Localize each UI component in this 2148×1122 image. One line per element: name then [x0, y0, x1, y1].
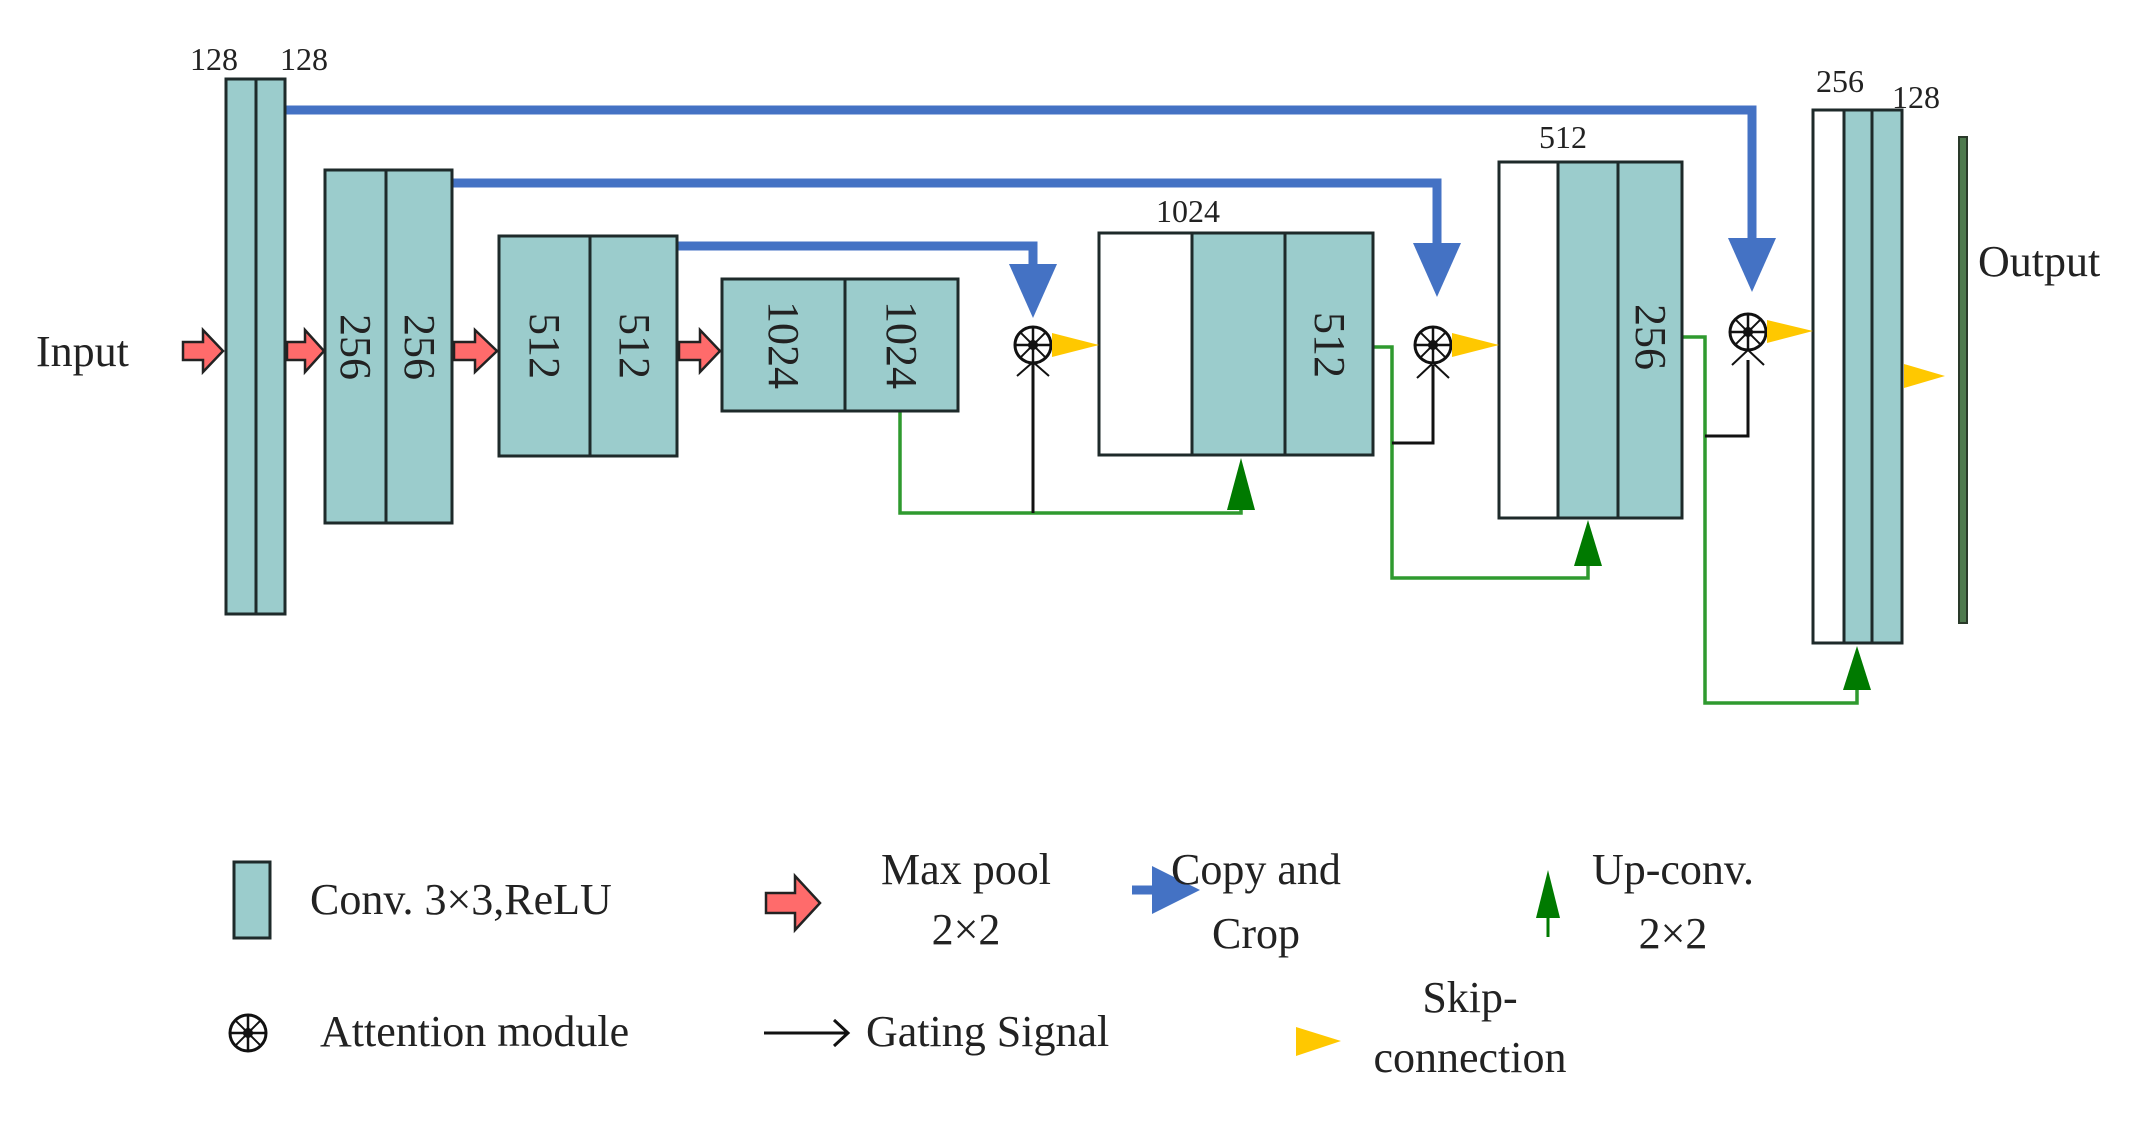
- decoder-block-2: 512 256: [1497, 119, 1684, 520]
- legend-skip-label-2: connection: [1373, 1033, 1566, 1082]
- attention-module-1: [1013, 325, 1053, 377]
- decoder-block-3: 256 128: [1811, 63, 1940, 645]
- legend-max-pool-label-1: Max pool: [881, 845, 1051, 894]
- legend-max-pool: Max pool 2×2: [764, 845, 1051, 954]
- copy-crop-icon: [1152, 866, 1200, 914]
- max-pool-arrow: [181, 326, 225, 376]
- attention-module-icon: [228, 1013, 268, 1053]
- legend-up-conv: Up-conv. 2×2: [1536, 845, 1754, 958]
- gating-signal-2: [1392, 365, 1435, 445]
- channel-label: 256: [395, 314, 444, 380]
- skip-connection-arrow: [1052, 333, 1099, 357]
- conv-block-icon: [232, 860, 272, 940]
- up-conv-path-2: [1373, 345, 1602, 580]
- bottleneck-block: 1024 1024: [720, 277, 960, 413]
- legend-copy-crop: Copy and Crop: [1132, 845, 1341, 958]
- encoder-block-2: 256 256: [323, 168, 454, 525]
- channel-label: 1024: [877, 301, 926, 389]
- decoder-block-1: 1024 512: [1097, 193, 1375, 457]
- legend-gating: Gating Signal: [764, 1007, 1109, 1056]
- channel-label: 128: [1892, 79, 1940, 115]
- channel-label: 256: [1816, 63, 1864, 99]
- legend-attention: Attention module: [228, 1007, 629, 1056]
- output-layer: [1958, 136, 1968, 624]
- skip-connection-icon: [1296, 1027, 1341, 1056]
- skip-connection-arrow: [1452, 333, 1499, 357]
- legend: Conv. 3×3,ReLU Max pool 2×2 Copy and Cro…: [228, 845, 1754, 1082]
- legend-conv: Conv. 3×3,ReLU: [232, 860, 612, 940]
- channel-label: 256: [1626, 304, 1675, 370]
- channel-label: 1024: [759, 301, 808, 389]
- legend-up-conv-label-1: Up-conv.: [1592, 845, 1754, 894]
- gating-signal-3: [1705, 360, 1750, 438]
- copy-crop-connection-1: [285, 105, 1776, 292]
- encoder-block-1: 128 128: [190, 41, 328, 616]
- output-label: Output: [1978, 237, 2100, 286]
- max-pool-arrow: [677, 326, 722, 376]
- skip-connection-arrow: [1904, 364, 1945, 388]
- up-conv-path-3: [1682, 335, 1871, 705]
- legend-copy-label-1: Copy and: [1171, 845, 1341, 894]
- legend-up-conv-label-2: 2×2: [1639, 909, 1708, 958]
- copy-crop-connection-3: [677, 241, 1057, 318]
- channel-label: 512: [1305, 312, 1354, 378]
- channel-label: 128: [280, 41, 328, 77]
- channel-label: 128: [190, 41, 238, 77]
- legend-attention-label: Attention module: [320, 1007, 629, 1056]
- attention-module-2: [1413, 325, 1453, 379]
- legend-skip: Skip- connection: [1296, 973, 1567, 1082]
- gating-arrowhead-icon: [832, 1018, 851, 1048]
- max-pool-arrow: [285, 326, 326, 376]
- encoder-block-3: 512 512: [497, 234, 679, 458]
- channel-label: 256: [331, 314, 380, 380]
- channel-label: 512: [610, 313, 659, 379]
- attention-module-3: [1728, 312, 1768, 366]
- input-label: Input: [36, 327, 129, 376]
- legend-conv-label: Conv. 3×3,ReLU: [310, 875, 612, 924]
- legend-skip-label-1: Skip-: [1422, 973, 1517, 1022]
- up-conv-path-1: [898, 411, 1255, 515]
- skip-connection-arrow: [1767, 320, 1813, 343]
- channel-label: 512: [520, 313, 569, 379]
- legend-max-pool-label-2: 2×2: [932, 905, 1001, 954]
- max-pool-icon: [764, 872, 822, 934]
- max-pool-arrow: [452, 327, 499, 375]
- channel-label: 1024: [1156, 193, 1220, 229]
- legend-gating-label: Gating Signal: [866, 1007, 1109, 1056]
- copy-crop-connection-2: [452, 178, 1461, 297]
- up-conv-icon: [1536, 870, 1560, 918]
- legend-copy-label-2: Crop: [1212, 909, 1300, 958]
- channel-label: 512: [1539, 119, 1587, 155]
